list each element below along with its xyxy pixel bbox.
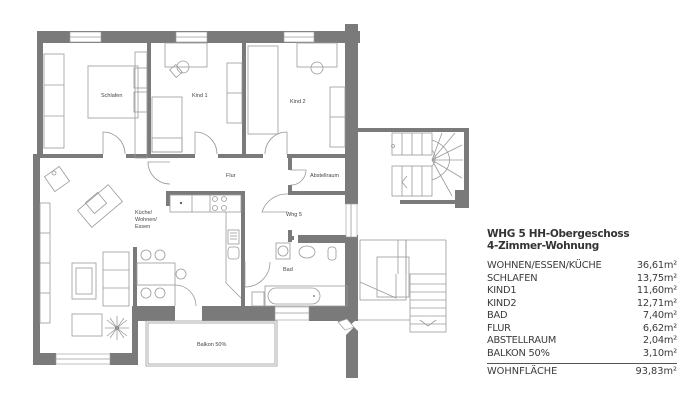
legend-row-value: 3,10m² [642,347,677,359]
room-label-flur: Flur [226,173,236,179]
legend-total-value: 93,83m² [635,366,677,377]
legend-title: WHG 5 HH-Obergeschoss [487,228,630,240]
legend-row-value: 11,60m² [636,285,677,296]
legend-row: SCHLAFEN 13,75m² [487,273,677,286]
room-labels: Schlafen Kind 1 Kind 2 Flur Abstellraum … [101,93,339,348]
legend-row: BALKON 50% 3,10m² [487,348,677,361]
legend-row-name: ABSTELLRAUM [487,335,557,346]
legend-row: ABSTELLRAUM 2,04m² [487,335,677,348]
furniture [39,42,463,367]
room-label-balkon: Balkon 50% [197,342,226,348]
walls [33,24,469,378]
room-label-essen: Essen [135,224,150,230]
room-label-schlafen: Schlafen [101,93,122,99]
legend-row-name: KIND1 [487,285,517,296]
legend-rows: WOHNEN/ESSEN/KÜCHE 36,61m² SCHLAFEN 13,7… [487,260,677,360]
room-label-abstellraum: Abstellraum [310,173,339,179]
doors [102,131,307,307]
legend-row-value: 6,62m² [642,322,677,334]
legend-total-row: WOHNFLÄCHE 93,83m² [487,366,677,379]
legend-row: WOHNEN/ESSEN/KÜCHE 36,61m² [487,260,677,273]
legend-row-value: 36,61m² [636,260,677,271]
legend-row: KIND2 12,71m² [487,298,677,311]
legend-row-name: SCHLAFEN [487,272,538,284]
legend-row-name: BAD [487,310,508,321]
legend-row-value: 13,75m² [636,272,677,284]
legend-row: FLUR 6,62m² [487,323,677,336]
legend-row-name: WOHNEN/ESSEN/KÜCHE [487,260,602,271]
room-label-kind2: Kind 2 [290,99,306,105]
plant-icon [105,316,129,340]
legend-row-value: 2,04m² [642,335,677,346]
legend-row-value: 12,71m² [636,297,677,309]
legend-subtitle: 4-Zimmer-Wohnung [487,240,599,252]
room-label-bad: Bad [283,267,293,273]
room-label-kind1: Kind 1 [192,93,208,99]
legend-divider [487,363,677,364]
legend-row: BAD 7,40m² [487,310,677,323]
area-legend: WHG 5 HH-Obergeschoss 4-Zimmer-Wohnung W… [487,228,677,379]
legend-row-name: KIND2 [487,297,517,309]
windows [55,31,358,365]
legend-row: KIND1 11,60m² [487,285,677,298]
legend-row-name: BALKON 50% [487,347,550,359]
legend-total-name: WOHNFLÄCHE [487,366,558,377]
legend-row-name: FLUR [487,322,511,334]
legend-row-value: 7,40m² [642,310,677,321]
room-label-kueche: Küche/ [135,210,153,216]
room-label-whg5: Whg 5 [286,212,302,218]
room-label-wohnen: Wohnen/ [135,217,157,223]
